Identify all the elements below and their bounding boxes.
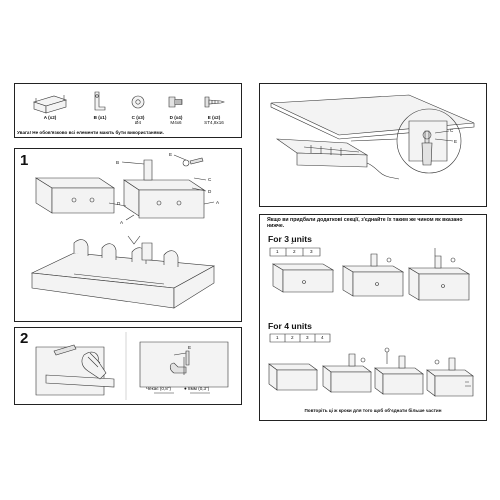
part-b-label: B (x1) [93,115,107,120]
detail-callout-e: E [454,139,457,144]
for-4-seg-2: 2 [291,335,294,340]
callout-e: E [169,152,172,157]
step-2-screw-callout: E [188,345,191,350]
step-2-dimension-left: Чекає (0,8") [146,386,171,391]
extension-footer-note: Повторіть ці ж кроки для того щоб об'єдн… [304,408,442,413]
extension-note: Якщо ви придбали додаткові секції, з'єдн… [267,217,463,229]
for-3-seg-3: 3 [310,249,313,254]
step-1-number: 1 [20,152,29,169]
for-3-top-number: 2 [291,240,294,245]
part-a-label: A (x2) [43,115,57,120]
for-3-units-assembly-drawing [271,248,471,301]
part-c-washer-icon [131,95,145,109]
callout-d-top: D [208,189,212,194]
part-e-label: E (x2) ST4,8x16 [194,115,234,126]
for-4-seg-1: 1 [276,335,279,340]
detail-callout-c: C [450,128,454,133]
part-d-bolt-icon [168,96,183,108]
for-3-seg-2: 2 [293,249,296,254]
step-2-dimension-right: ● 8мм (0,3") [184,386,210,391]
callout-c: C [208,177,212,182]
step-2-number: 2 [20,330,29,347]
part-d-label: D (x4) M4x6 [156,115,196,126]
part-a-bracket-icon [33,95,67,114]
callout-a-right: A [216,200,220,205]
callout-b: B [116,160,119,165]
callout-a-left: A [120,220,124,225]
part-d-size: M4x6 [170,119,182,125]
part-c-size: Ø4 [134,119,142,125]
callout-d-bottom: D [117,201,121,206]
for-4-seg-4: 4 [321,335,324,340]
parts-warning-note: Увага! Не обов'язково всі елементи мають… [17,130,164,135]
for-3-units-title: For 3 units [268,234,312,244]
for-3-seg-1: 1 [276,249,279,254]
for-4-seg-3: 3 [306,335,309,340]
for-4-units-diagram-bar [269,333,331,343]
desk-mount-drawing: C E [270,94,475,180]
for-3-units-diagram-bar [269,247,321,257]
part-c-label: C (x3) Ø4 [118,115,158,126]
step-2-hand-drawing: E [35,332,229,400]
for-4-units-assembly-drawing [268,347,474,397]
step-1-assembly-drawing: B E C D A D A [30,152,220,309]
part-b-bracket-icon [94,91,106,111]
for-4-units-title: For 4 units [268,321,312,331]
part-e-screw-icon [204,96,225,108]
part-e-size: ST4,8x16 [204,119,224,125]
